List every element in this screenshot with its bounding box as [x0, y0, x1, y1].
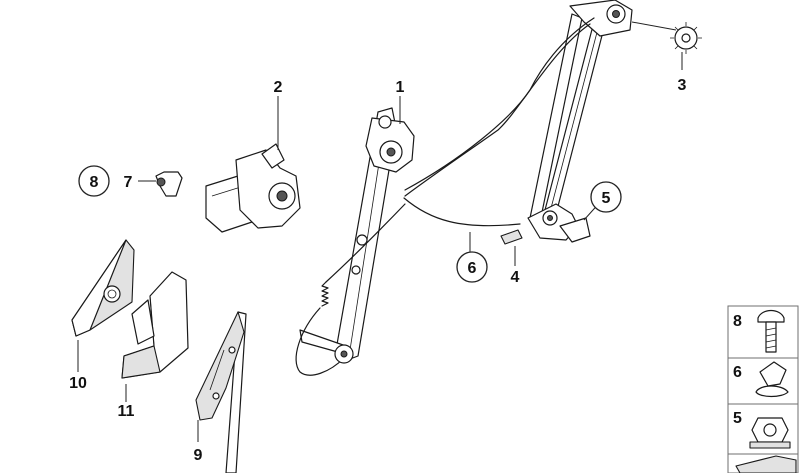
rail-bracket[interactable]: [559, 217, 591, 243]
callouts: 1 2 3 4 5 6 7 8 9 10 11: [69, 77, 686, 464]
triangle-cover[interactable]: [71, 239, 135, 337]
legend-item-8[interactable]: 8: [727, 305, 799, 359]
legend-5-label: 5: [733, 410, 742, 427]
legend-item-6[interactable]: 6: [727, 357, 799, 405]
legend-item-5[interactable]: 5: [727, 403, 799, 455]
leader-lines: [77, 21, 683, 442]
window-motor[interactable]: [205, 143, 301, 233]
clip-icon: [759, 361, 787, 387]
mounting-bracket[interactable]: [121, 271, 189, 379]
callout-7: 7: [124, 174, 133, 191]
callout-6: 6: [468, 260, 477, 277]
legend-8-label: 8: [733, 313, 742, 330]
legend-6-label: 6: [733, 364, 742, 381]
callout-3: 3: [678, 77, 687, 94]
bolt-icon: [757, 309, 785, 323]
callout-9: 9: [194, 447, 203, 464]
callout-2: 2: [274, 79, 283, 96]
pin[interactable]: [500, 229, 523, 245]
window-regulator[interactable]: [295, 0, 633, 376]
sprocket-gear[interactable]: [670, 22, 702, 54]
callout-8-ring: [78, 165, 110, 197]
callout-6-ring: [456, 251, 488, 283]
callout-5-ring: [590, 181, 622, 213]
callout-1: 1: [396, 79, 405, 96]
clip-bolt[interactable]: [155, 171, 183, 197]
window-guide-rail[interactable]: [195, 311, 247, 473]
callout-10: 10: [69, 375, 87, 392]
legend-item-partial: [727, 453, 799, 473]
callout-5: 5: [602, 190, 611, 207]
callout-11: 11: [118, 403, 135, 420]
callout-4: 4: [511, 269, 520, 286]
parts-legend: 8 6 5: [727, 305, 799, 473]
callout-8: 8: [90, 174, 99, 191]
